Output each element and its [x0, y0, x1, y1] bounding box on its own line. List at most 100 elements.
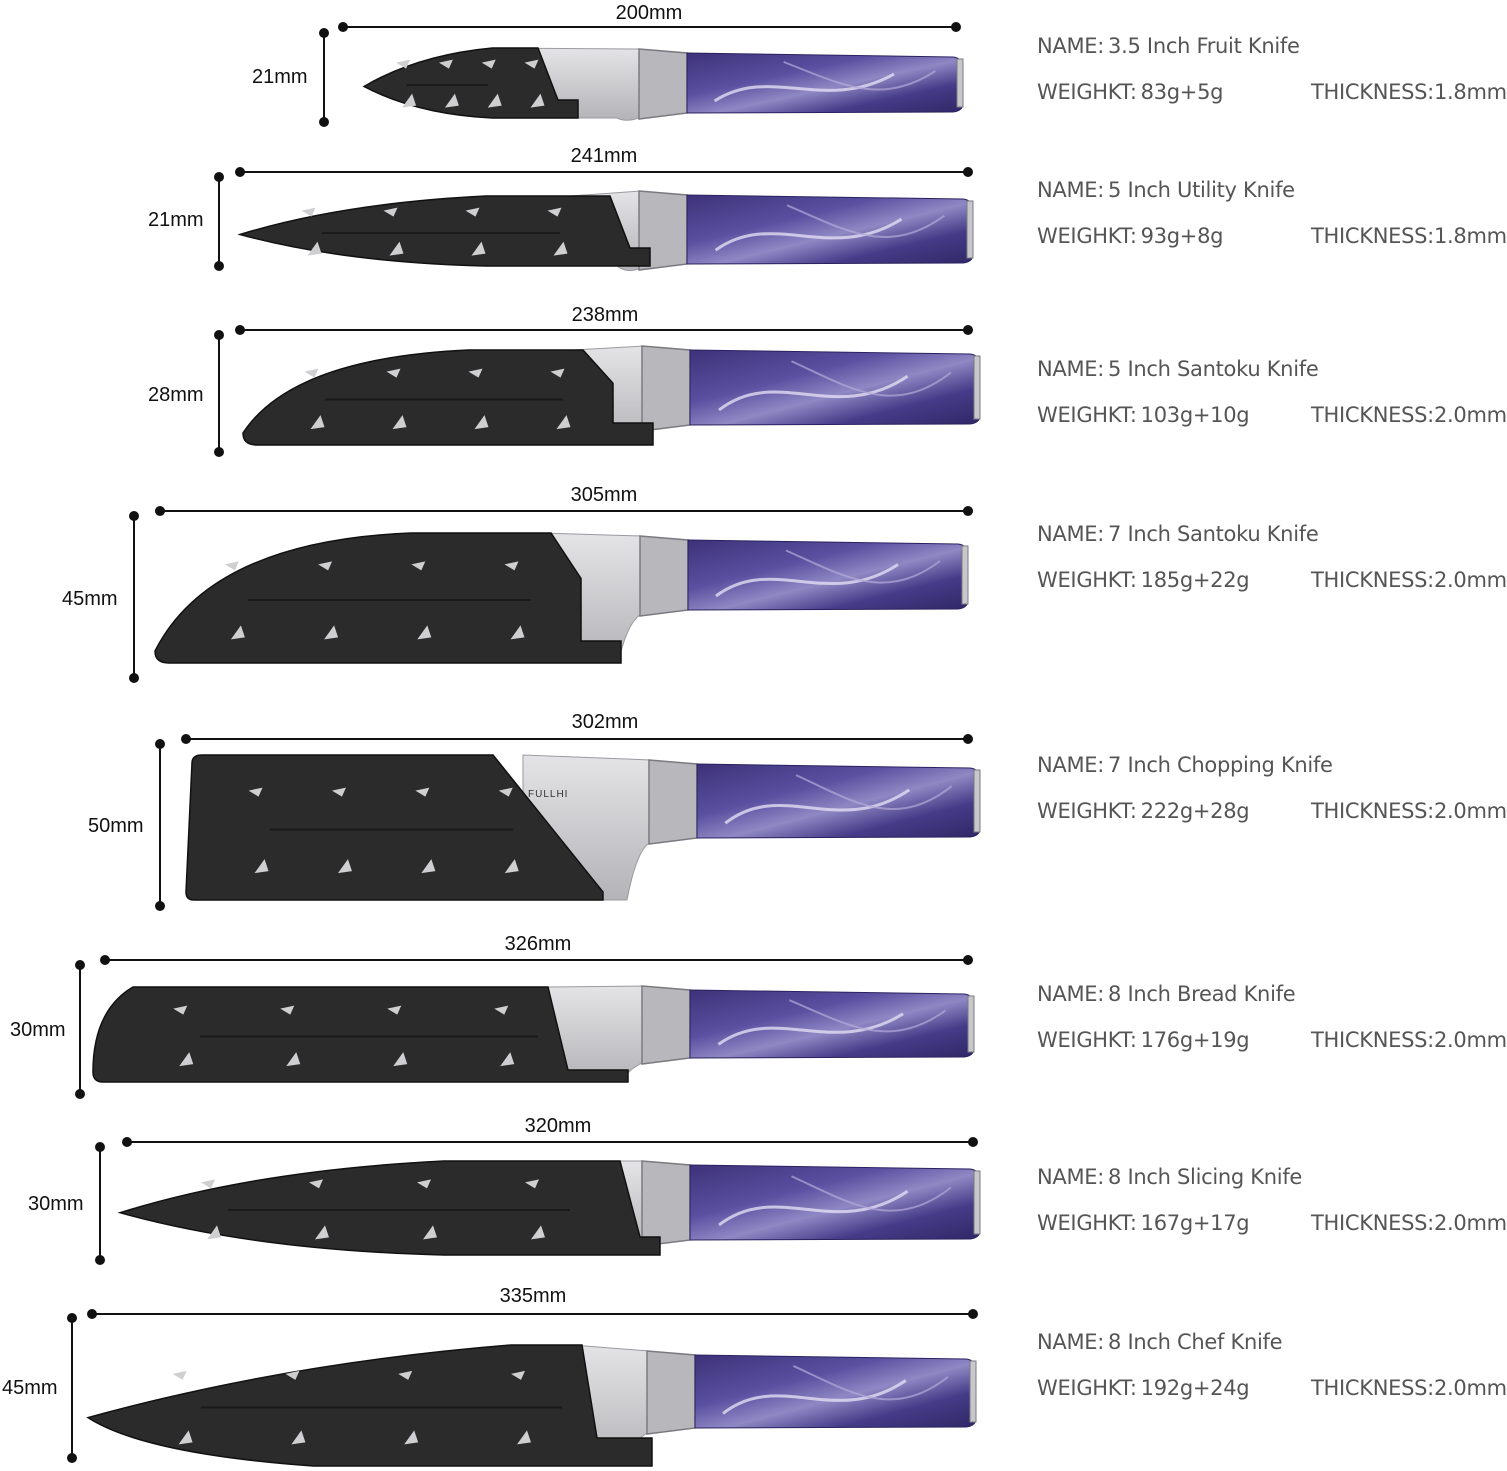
length-label: 302mm — [571, 711, 639, 733]
dimension-dot — [963, 167, 973, 177]
name-prefix: NAME: — [1037, 522, 1105, 546]
sheath-vent — [465, 207, 480, 217]
blade-sheath — [237, 195, 651, 267]
sheath-vent — [324, 625, 339, 640]
sheath-vent — [386, 368, 401, 378]
resin-handle — [686, 52, 964, 114]
blade-sheath — [117, 1160, 661, 1256]
knife-2 — [214, 167, 974, 272]
handle-swirl — [783, 61, 936, 91]
knife-weight-row: WEIGHKT:222g+28g — [1037, 799, 1250, 823]
dimension-dot — [963, 325, 973, 335]
sheath-vent — [423, 1225, 437, 1240]
sheath-vent — [387, 1005, 402, 1015]
sheath-vent — [411, 561, 426, 571]
dimension-dot — [129, 511, 139, 521]
name-prefix: NAME: — [1037, 357, 1105, 381]
knife-name: 3.5 Inch Fruit Knife — [1108, 34, 1300, 58]
handle-swirl — [717, 1012, 904, 1046]
dimension-dot — [95, 1255, 105, 1265]
dimension-dot — [235, 167, 245, 177]
name-prefix: NAME: — [1037, 1330, 1105, 1354]
weight-prefix: WEIGHKT: — [1037, 568, 1137, 592]
knife-4 — [129, 506, 973, 683]
knife-name-row: NAME:5 Inch Utility Knife — [1037, 178, 1295, 202]
sheath-vent — [304, 368, 319, 378]
dimension-dot — [963, 734, 973, 744]
sheath-vent — [337, 859, 352, 874]
knife-thickness: THICKNESS:2.0mm — [1311, 568, 1507, 592]
weight-prefix: WEIGHKT: — [1037, 224, 1137, 248]
knife-weight-row: WEIGHKT:167g+17g — [1037, 1211, 1250, 1235]
dimension-dot — [963, 955, 973, 965]
knife-name: 8 Inch Bread Knife — [1108, 982, 1296, 1006]
handle-swirl — [715, 563, 899, 598]
sheath-vent — [511, 1370, 525, 1380]
sheath-vent — [173, 1005, 188, 1015]
knife-name: 7 Inch Santoku Knife — [1108, 522, 1319, 546]
knife-weight: 103g+10g — [1140, 403, 1250, 427]
dimension-dot — [75, 960, 85, 970]
dimension-dot — [100, 955, 110, 965]
length-label: 335mm — [499, 1285, 567, 1307]
sheath-vent — [301, 207, 316, 217]
sheath-vent — [504, 561, 519, 571]
weight-prefix: WEIGHKT: — [1037, 799, 1137, 823]
knife-thickness: THICKNESS:2.0mm — [1311, 1028, 1507, 1052]
sheath-vent — [207, 1225, 221, 1240]
dimension-dot — [319, 117, 329, 127]
sheath-vent — [389, 241, 404, 256]
sheath-vent — [309, 1179, 323, 1189]
sheath-vent — [487, 93, 502, 108]
name-prefix: NAME: — [1037, 982, 1105, 1006]
handle-swirl — [791, 1175, 952, 1212]
height-label: 28mm — [148, 384, 204, 406]
sheath-vent — [524, 59, 539, 69]
sheath-vent — [230, 625, 245, 640]
sheath-vent — [318, 561, 333, 571]
knife-name-row: NAME:3.5 Inch Fruit Knife — [1037, 34, 1300, 58]
sheath-vent — [310, 415, 325, 430]
blade-sheath — [185, 754, 604, 901]
knife-8 — [67, 1309, 978, 1467]
sheath-vent — [398, 1370, 413, 1380]
sheath-vent — [172, 1370, 187, 1380]
weight-prefix: WEIGHKT: — [1037, 403, 1137, 427]
dimension-dot — [129, 673, 139, 683]
dimension-dot — [963, 506, 973, 516]
handle-swirl — [795, 774, 953, 810]
height-label: 21mm — [252, 66, 308, 88]
bolster — [641, 345, 691, 432]
sheath-vent — [421, 859, 436, 874]
name-prefix: NAME: — [1037, 753, 1105, 777]
sheath-vent — [547, 207, 562, 217]
knife-weight: 167g+17g — [1140, 1211, 1250, 1235]
length-label: 305mm — [570, 484, 638, 506]
height-label: 50mm — [88, 815, 144, 837]
knife-weight: 83g+5g — [1140, 80, 1224, 104]
sheath-vent — [553, 241, 568, 256]
sheath-vent — [404, 1430, 419, 1445]
sheath-vent — [474, 415, 489, 430]
length-label: 320mm — [524, 1115, 592, 1137]
resin-handle — [689, 989, 975, 1059]
knife-name-row: NAME:7 Inch Santoku Knife — [1037, 522, 1319, 546]
sheath-vent — [550, 368, 565, 378]
knife-weight-row: WEIGHKT:192g+24g — [1037, 1376, 1250, 1400]
dimension-dot — [95, 1142, 105, 1152]
height-label: 30mm — [28, 1193, 84, 1215]
dimension-dot — [951, 22, 961, 32]
blade-sheath — [242, 349, 654, 446]
sheath-vent — [468, 368, 483, 378]
knife-name-row: NAME:8 Inch Bread Knife — [1037, 982, 1296, 1006]
handle-end-cap — [956, 58, 964, 108]
sheath-vent — [415, 787, 430, 797]
handle-swirl — [713, 72, 895, 103]
knife-thickness: THICKNESS:2.0mm — [1311, 403, 1507, 427]
sheath-vent — [556, 415, 571, 430]
sheath-vent — [471, 241, 486, 256]
sheath-vent — [498, 787, 513, 797]
bolster — [638, 48, 688, 120]
weight-prefix: WEIGHKT: — [1037, 1211, 1137, 1235]
resin-handle — [696, 763, 981, 839]
